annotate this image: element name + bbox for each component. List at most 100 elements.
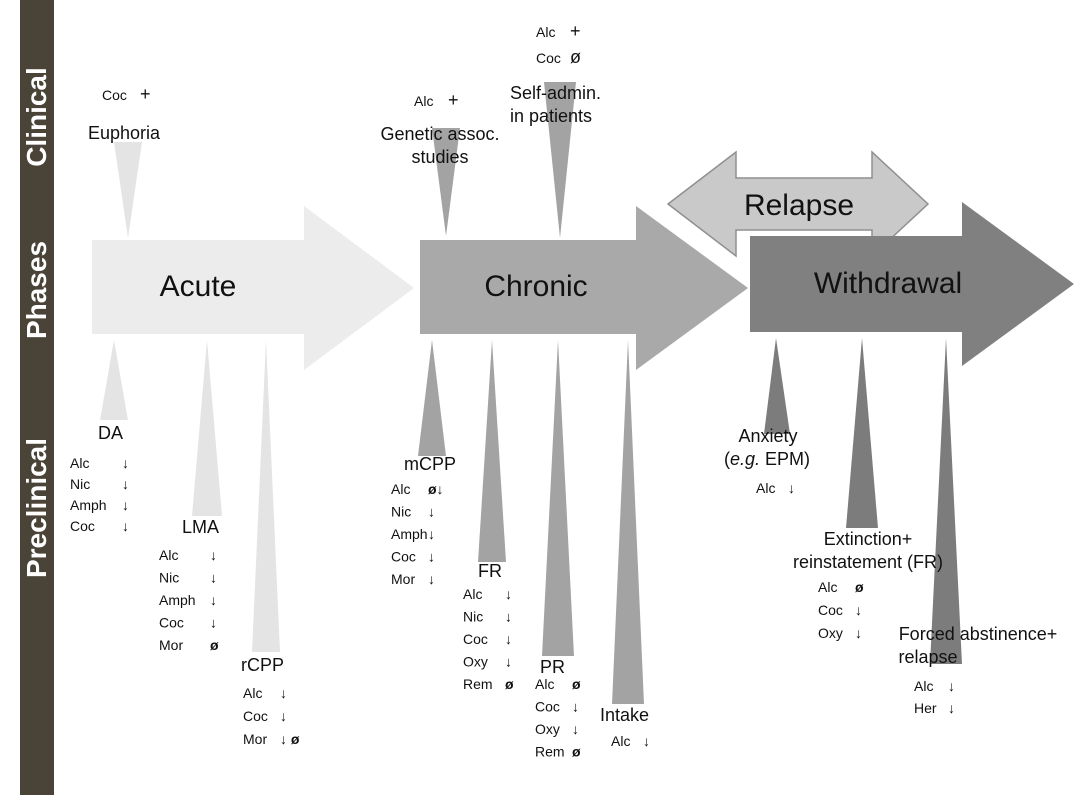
pr-drug: Alc bbox=[535, 676, 554, 692]
mcpp-drug: Nic bbox=[391, 504, 411, 520]
mcpp-drug: Amph bbox=[391, 526, 428, 542]
mcpp-effect: ↓ bbox=[428, 549, 435, 565]
mcpp-effect: ø↓ bbox=[428, 481, 444, 497]
forced-triangle bbox=[930, 338, 962, 664]
intake-effect: ↓ bbox=[643, 733, 650, 749]
lma-effect: ø bbox=[210, 637, 219, 653]
forced-effect: ↓ bbox=[948, 678, 955, 694]
euphoria-triangle bbox=[114, 142, 142, 238]
euphoria-effect: + bbox=[140, 84, 151, 104]
fr-drug: Nic bbox=[463, 609, 483, 625]
extinction-triangle bbox=[846, 338, 878, 528]
anxiety-triangle bbox=[764, 338, 790, 434]
da-effect: ↓ bbox=[122, 497, 129, 513]
mcpp-effect: ↓ bbox=[428, 571, 435, 587]
pr-drug: Rem bbox=[535, 744, 565, 760]
da-drug: Amph bbox=[70, 497, 107, 513]
fr-triangle bbox=[478, 340, 506, 562]
pr-drug: Coc bbox=[535, 699, 560, 715]
extinction-title-line2: reinstatement (FR) bbox=[793, 552, 943, 572]
pr-title: PR bbox=[540, 657, 565, 677]
fr-drug: Alc bbox=[463, 586, 482, 602]
da-effect: ↓ bbox=[122, 476, 129, 492]
selfadmin-title-line1: Self-admin. bbox=[510, 83, 601, 103]
pr-triangle bbox=[542, 340, 574, 656]
euphoria-drug: Coc bbox=[102, 87, 127, 103]
intake-title: Intake bbox=[600, 705, 649, 725]
extinction-effect: ø bbox=[855, 579, 864, 595]
extinction-effect: ↓ bbox=[855, 602, 862, 618]
genetic-title-line1: Genetic assoc. bbox=[380, 124, 499, 144]
phase-label-acute: Acute bbox=[160, 270, 237, 303]
da-title: DA bbox=[98, 423, 123, 443]
lma-drug: Nic bbox=[159, 570, 179, 586]
pr-effect: ø bbox=[572, 676, 581, 692]
relapse-arrow bbox=[666, 150, 930, 258]
phase-label-relapse: Relapse bbox=[744, 189, 854, 222]
mcpp-drug: Mor bbox=[391, 571, 415, 587]
anxiety-epm: EPM) bbox=[760, 449, 810, 469]
lma-title: LMA bbox=[182, 517, 219, 537]
fr-effect: ø bbox=[505, 676, 514, 692]
selfadmin-triangle bbox=[544, 82, 576, 238]
anxiety-paren: ( bbox=[724, 449, 730, 469]
forced-drug: Alc bbox=[914, 678, 933, 694]
genetic-triangle bbox=[432, 128, 460, 236]
chronic-arrow bbox=[420, 206, 748, 370]
anxiety-effect: ↓ bbox=[788, 480, 795, 496]
pr-effect: ↓ bbox=[572, 699, 579, 715]
genetic-drug: Alc bbox=[414, 93, 433, 109]
mcpp-effect: ↓ bbox=[428, 504, 435, 520]
extinction-title-line1: Extinction+ bbox=[824, 529, 913, 549]
pr-drug: Oxy bbox=[535, 721, 560, 737]
selfadmin-effect-2: ø bbox=[570, 47, 581, 67]
forced-title-line2: relapse bbox=[898, 647, 957, 667]
lma-effect: ↓ bbox=[210, 592, 217, 608]
lma-effect: ↓ bbox=[210, 547, 217, 563]
rcpp-drug: Mor bbox=[243, 731, 267, 747]
fr-drug: Rem bbox=[463, 676, 493, 692]
intake-drug: Alc bbox=[611, 733, 630, 749]
fr-drug: Oxy bbox=[463, 654, 488, 670]
anxiety-eg: e.g. bbox=[730, 449, 760, 469]
lma-drug: Amph bbox=[159, 592, 196, 608]
rcpp-effect: ↓ ø bbox=[280, 731, 300, 747]
preclinical-groups: DAAlc↓Nic↓Amph↓Coc↓LMAAlc↓Nic↓Amph↓Coc↓M… bbox=[70, 423, 955, 760]
genetic-title-line2: studies bbox=[411, 147, 468, 167]
fr-effect: ↓ bbox=[505, 631, 512, 647]
forced-drug: Her bbox=[914, 700, 937, 716]
acute-arrow bbox=[92, 206, 414, 370]
forced-title-line1: Forced abstinence+ bbox=[899, 624, 1058, 644]
anxiety-drug: Alc bbox=[756, 480, 775, 496]
selfadmin-title-line2: in patients bbox=[510, 106, 592, 126]
genetic-effect: + bbox=[448, 90, 459, 110]
selfadmin-effect-1: + bbox=[570, 21, 581, 41]
extinction-effect: ↓ bbox=[855, 625, 862, 641]
da-drug: Coc bbox=[70, 518, 95, 534]
lma-drug: Alc bbox=[159, 547, 178, 563]
extinction-drug: Oxy bbox=[818, 625, 843, 641]
withdrawal-arrow bbox=[750, 202, 1074, 366]
rcpp-drug: Alc bbox=[243, 685, 262, 701]
selfadmin-drug-1: Alc bbox=[536, 24, 555, 40]
selfadmin-drug-2: Coc bbox=[536, 50, 561, 66]
rcpp-drug: Coc bbox=[243, 708, 268, 724]
da-effect: ↓ bbox=[122, 455, 129, 471]
anxiety-title-line2: (e.g. EPM) bbox=[724, 449, 810, 469]
mcpp-effect: ↓ bbox=[428, 526, 435, 542]
da-effect: ↓ bbox=[122, 518, 129, 534]
rcpp-title: rCPP bbox=[241, 655, 284, 675]
lma-effect: ↓ bbox=[210, 570, 217, 586]
rcpp-effect: ↓ bbox=[280, 685, 287, 701]
extinction-drug: Coc bbox=[818, 602, 843, 618]
phase-label-withdrawal: Withdrawal bbox=[814, 267, 962, 300]
fr-effect: ↓ bbox=[505, 654, 512, 670]
mcpp-triangle bbox=[418, 340, 446, 456]
lma-drug: Mor bbox=[159, 637, 183, 653]
da-triangle bbox=[100, 340, 128, 420]
fr-drug: Coc bbox=[463, 631, 488, 647]
intake-triangle bbox=[612, 340, 644, 704]
mcpp-title: mCPP bbox=[404, 454, 456, 474]
lma-effect: ↓ bbox=[210, 615, 217, 631]
fr-effect: ↓ bbox=[505, 609, 512, 625]
